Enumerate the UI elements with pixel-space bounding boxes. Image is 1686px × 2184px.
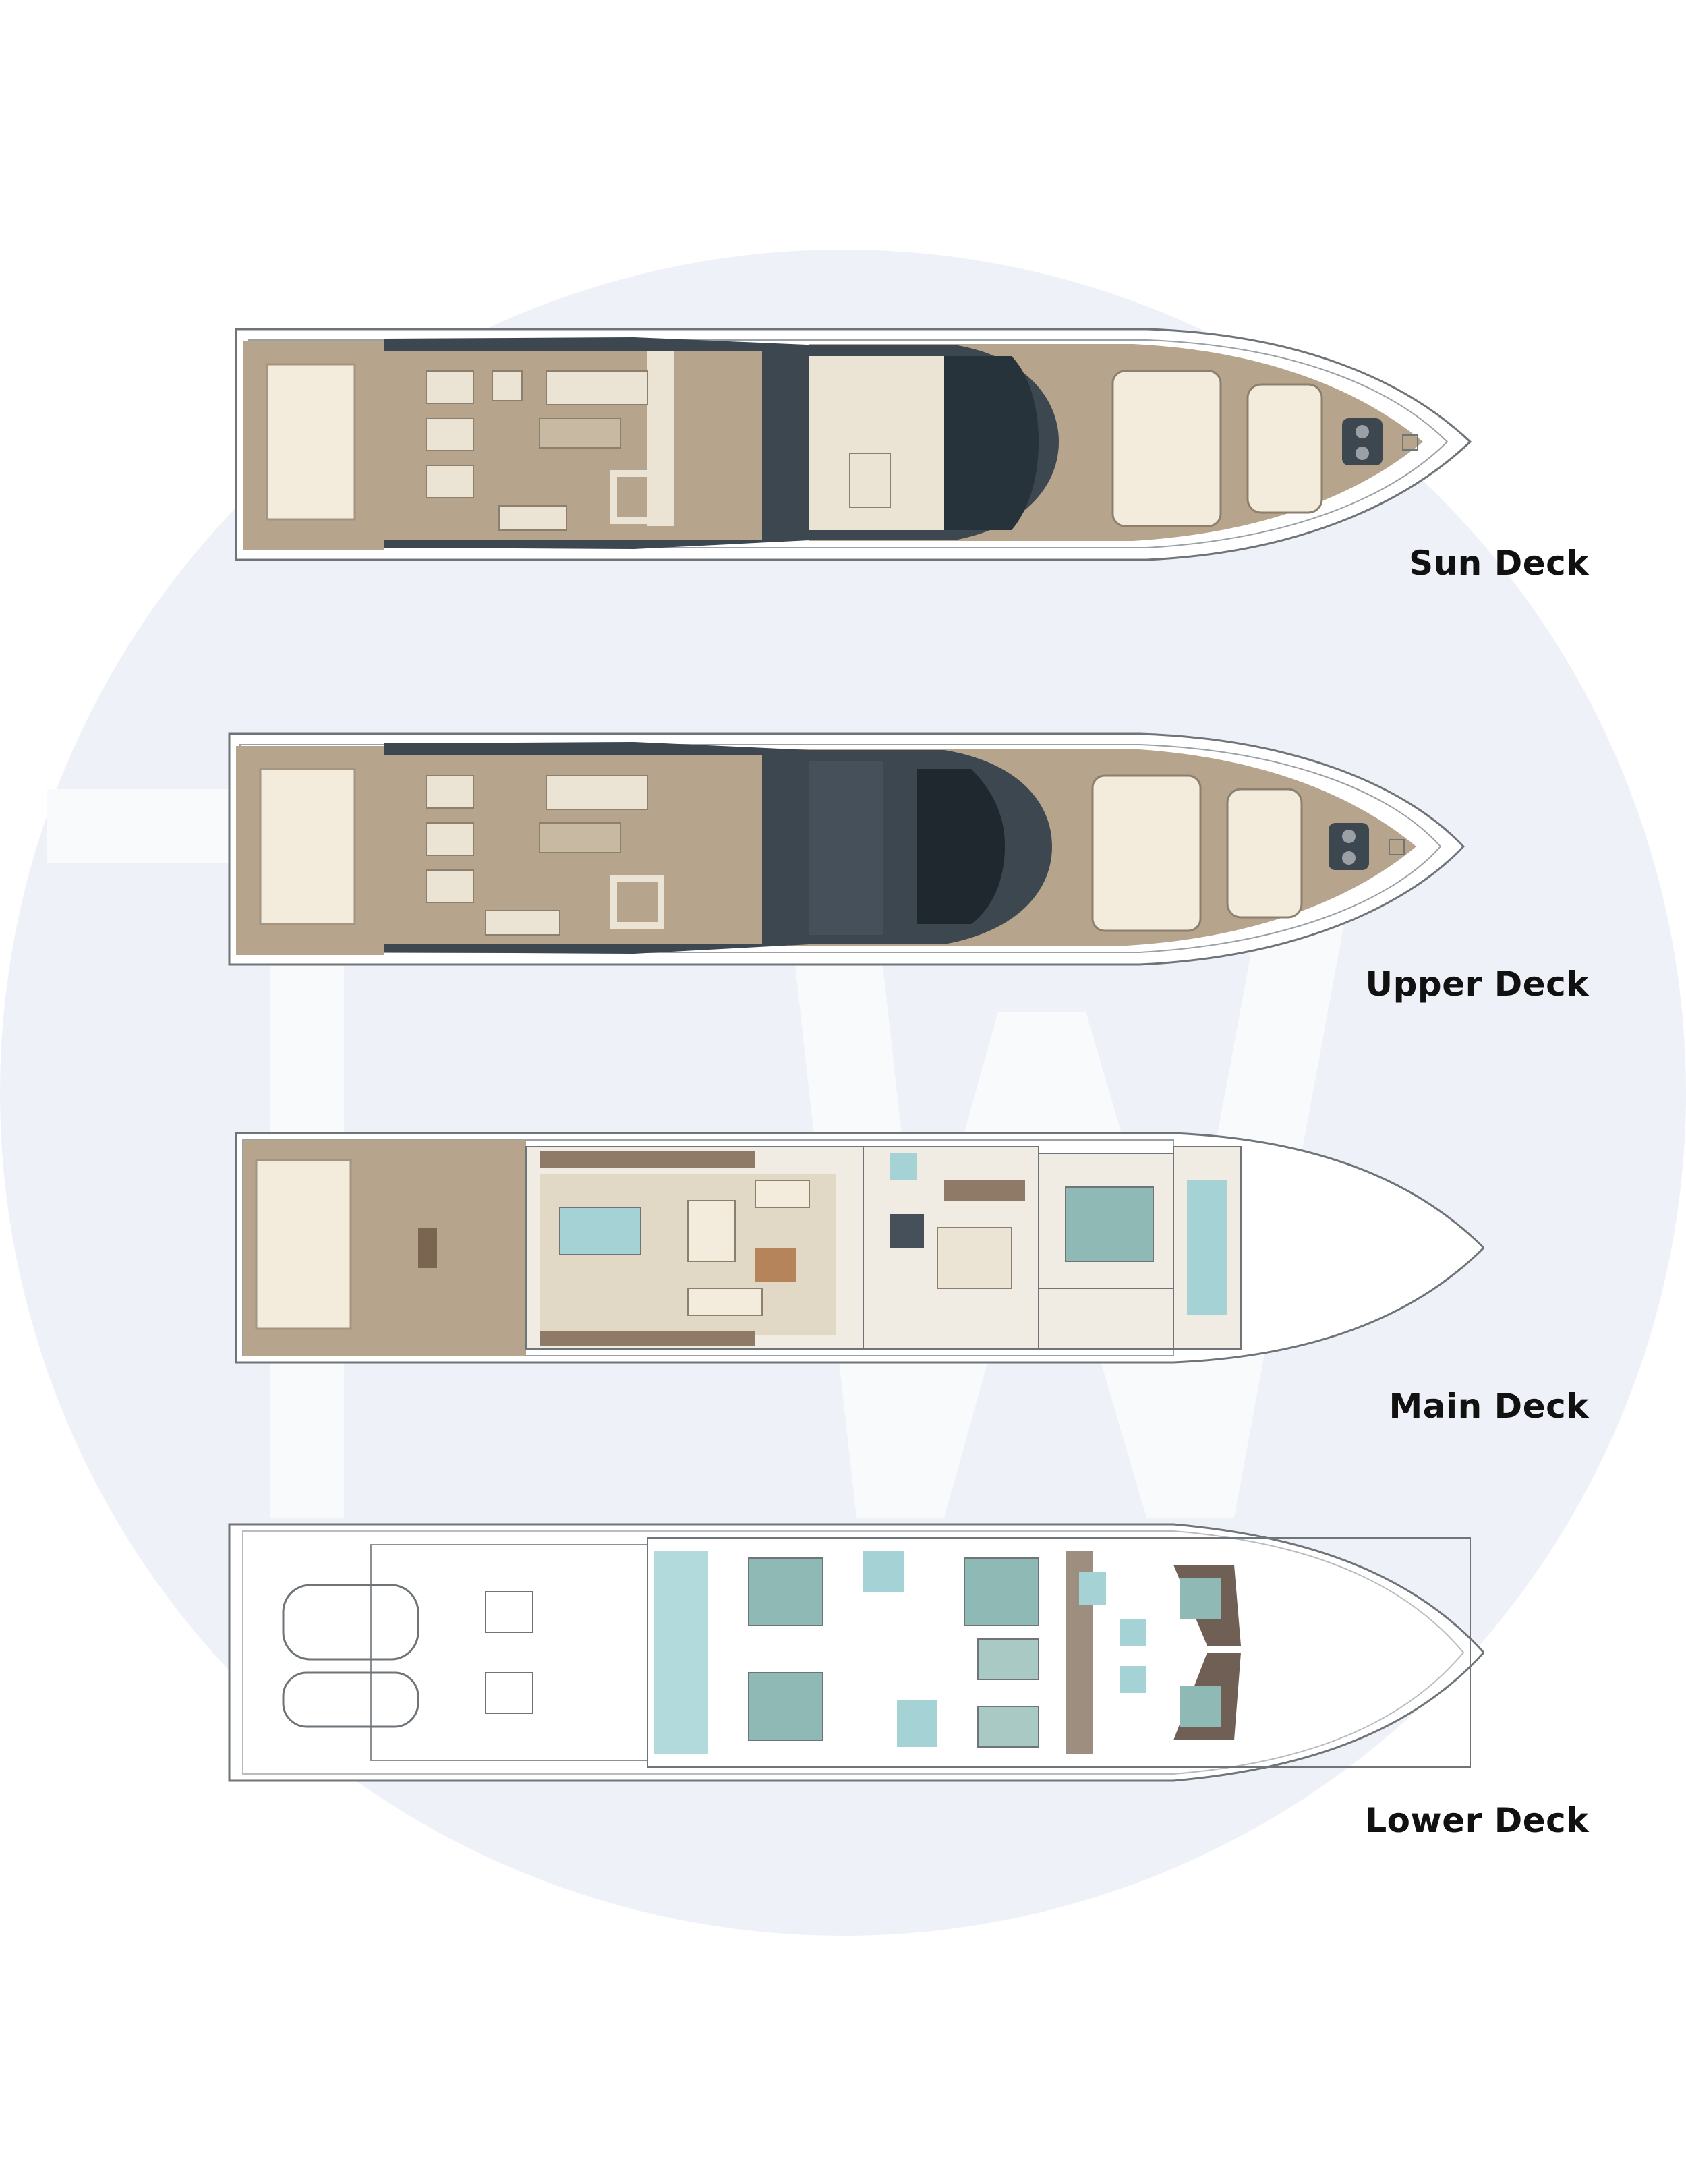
deck-label-upper: Upper Deck: [1365, 965, 1589, 1004]
main-deck-plan: [216, 1093, 1484, 1389]
upper-deck-plan: [216, 701, 1484, 998]
deck-label-sun: Sun Deck: [1409, 544, 1589, 583]
lower-deck-plan: [216, 1511, 1484, 1808]
deck-label-lower: Lower Deck: [1365, 1801, 1589, 1840]
sun-deck-plan: [216, 297, 1484, 594]
deck-label-main: Main Deck: [1389, 1387, 1589, 1426]
